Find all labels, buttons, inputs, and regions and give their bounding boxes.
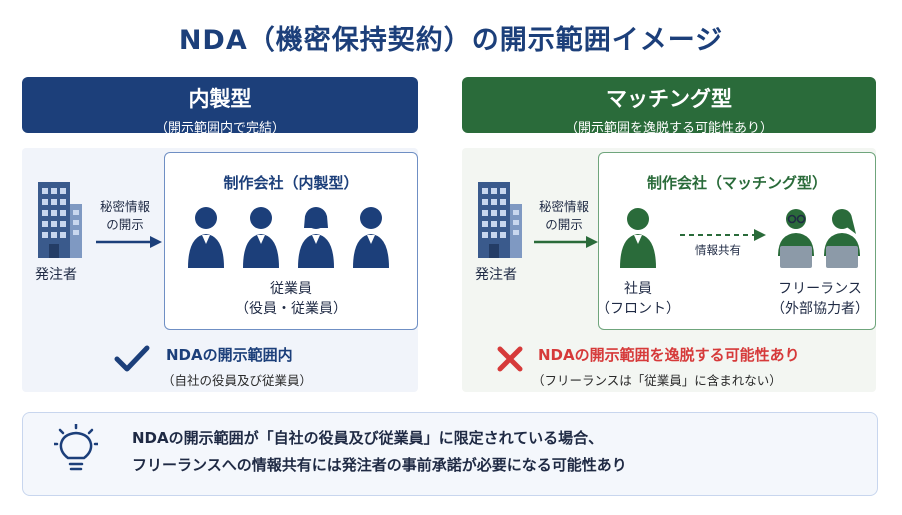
page-title: NDA（機密保持契約）の開示範囲イメージ bbox=[178, 25, 724, 56]
disclosure-arrow bbox=[534, 234, 598, 248]
employees-sublabel: （役員・従業員） bbox=[235, 301, 347, 317]
right-header-subtitle: （開示範囲を逸脱する可能性あり） bbox=[564, 121, 773, 136]
disclosure-arrow bbox=[96, 234, 162, 248]
lightbulb-icon bbox=[52, 422, 100, 476]
freelance-sublabel: （外部協力者） bbox=[771, 301, 869, 317]
staff-sublabel: （フロント） bbox=[596, 301, 680, 317]
left-header-title: 内製型 bbox=[188, 87, 252, 111]
freelancer-group-icon bbox=[774, 206, 866, 270]
check-icon bbox=[114, 345, 150, 373]
bottom-summary-line1: NDAの開示範囲が「自社の役員及び従業員」に限定されている場合、 bbox=[132, 429, 604, 447]
client-label: 発注者 bbox=[35, 267, 77, 283]
bottom-summary-box bbox=[22, 412, 878, 496]
disclosure-label-line2: の開示 bbox=[545, 217, 583, 232]
staff-person-icon bbox=[618, 206, 658, 268]
disclosure-label-line2: の開示 bbox=[106, 217, 144, 232]
disclosure-label-line1: 秘密情報 bbox=[538, 199, 589, 214]
freelance-label: フリーランス bbox=[778, 281, 862, 297]
left-header: 内製型 （開示範囲内で完結） bbox=[22, 77, 418, 136]
right-header-title: マッチング型 bbox=[606, 87, 732, 111]
employee-group-icon bbox=[186, 204, 396, 268]
left-note-main: NDAの開示範囲内 bbox=[166, 346, 293, 364]
bottom-summary-line2: フリーランスへの情報共有には発注者の事前承諾が必要になる可能性あり bbox=[132, 456, 627, 474]
inhouse-company-title: 制作会社（内製型） bbox=[223, 174, 359, 192]
client-building-icon bbox=[34, 180, 84, 258]
share-arrow bbox=[680, 226, 766, 241]
right-note-main: NDAの開示範囲を逸脱する可能性あり bbox=[538, 346, 800, 364]
staff-label: 社員 bbox=[624, 281, 652, 297]
share-label: 情報共有 bbox=[695, 243, 741, 257]
matching-company-title: 制作会社（マッチング型） bbox=[646, 174, 827, 192]
client-building-icon bbox=[474, 180, 524, 258]
disclosure-label-line1: 秘密情報 bbox=[99, 199, 150, 214]
right-header: マッチング型 （開示範囲を逸脱する可能性あり） bbox=[462, 77, 876, 136]
employees-label: 従業員 bbox=[270, 281, 312, 297]
cross-icon bbox=[496, 345, 524, 373]
client-label: 発注者 bbox=[475, 267, 517, 283]
left-header-subtitle: （開示範囲内で完結） bbox=[154, 121, 285, 136]
right-note-sub: （フリーランスは「従業員」に含まれない） bbox=[532, 373, 782, 388]
left-note-sub: （自社の役員及び従業員） bbox=[162, 373, 313, 388]
